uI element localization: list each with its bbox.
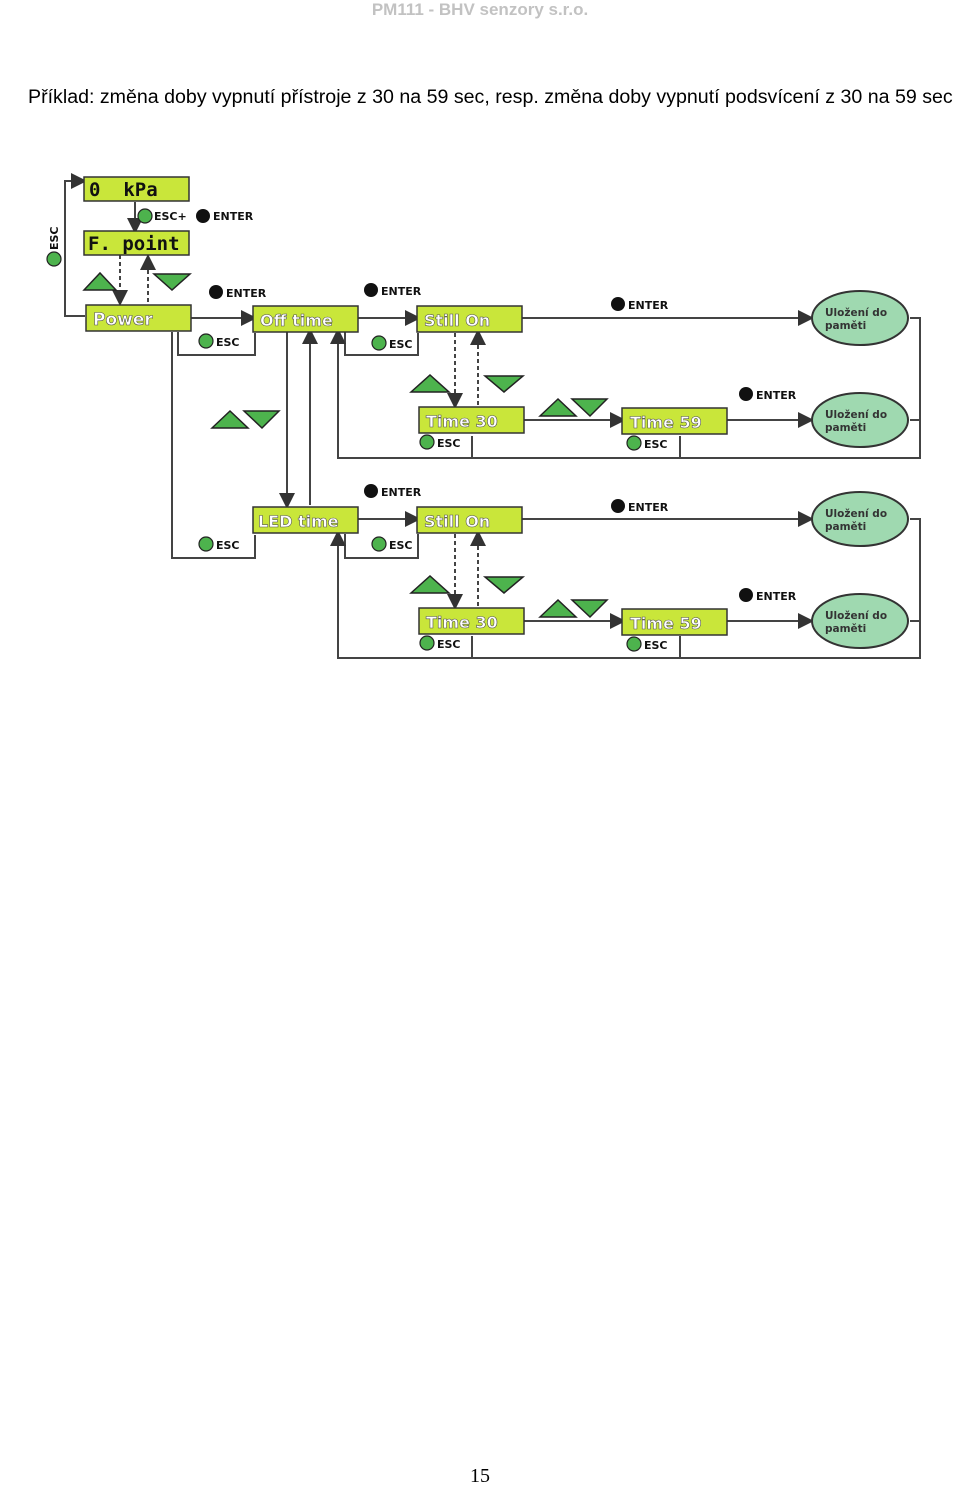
memory-line1: Uložení do [825,508,887,520]
down-arrow-icon [242,410,281,430]
up-arrow-icon [210,409,250,429]
memory-line2: paměti [825,521,866,533]
esc-button: ESC [419,635,461,651]
esc-button: ESC [371,536,413,552]
enter-label: ENTER [756,590,797,603]
esc-label: ESC [389,539,413,552]
up-arrow-icon [409,574,451,594]
esc-label: ESC [644,438,668,451]
memory-node-3: Uložení do paměti [811,491,909,547]
lcd-time-59-2: Time 59 [621,608,728,636]
esc-label: ESC [216,539,240,552]
time-30-label: Time 30 [426,613,498,632]
esc-button: ESC [419,434,461,450]
memory-node-1: Uložení do paměti [811,290,909,346]
esc-enter-combo: ESC+ ENTER [137,208,254,224]
esc-button: ESC [371,335,413,351]
connector-lines [64,173,921,659]
led-time-label: LED time [258,512,339,531]
memory-line2: paměti [825,623,866,635]
enter-button: ENTER [364,484,422,499]
lcd-time-30-2: Time 30 [418,607,525,635]
lcd-time-30-1: Time 30 [418,406,525,434]
esc-label: ESC [48,226,61,250]
memory-line1: Uložení do [825,307,887,319]
power-label: Power [93,310,153,330]
time-59-label: Time 59 [630,614,702,633]
enter-button: ENTER [739,387,797,402]
lcd-time-59-1: Time 59 [621,407,728,435]
enter-button: ENTER [209,285,267,300]
lcd-fpoint: F. point [83,230,190,256]
lcd-off-time: Off time [252,305,359,333]
memory-line1: Uložení do [825,610,887,622]
page-number: 15 [470,1465,490,1487]
off-time-label: Off time [260,311,333,330]
enter-label: ENTER [756,389,797,402]
esc-button: ESC [198,333,240,349]
esc-label: ESC [437,437,461,450]
up-arrow-icon [538,397,578,417]
fpoint-label: F. point [88,233,180,255]
enter-label: ENTER [381,486,422,499]
esc-label: ESC [644,639,668,652]
memory-node-4: Uložení do paměti [811,593,909,649]
enter-label: ENTER [381,285,422,298]
enter-button: ENTER [611,297,669,312]
esc-label: ESC [389,338,413,351]
still-on-label: Still On [424,311,490,330]
up-arrow-icon [538,598,578,618]
time-30-label: Time 30 [426,412,498,431]
memory-line2: paměti [825,320,866,332]
down-arrow-icon [570,398,609,418]
esc-label: ESC [216,336,240,349]
down-arrow-icon [152,273,192,292]
esc-plus-label: ESC+ [154,210,187,223]
lcd-display-main: 0 kPa [83,176,190,202]
enter-label: ENTER [213,210,254,223]
time-59-label: Time 59 [630,413,702,432]
memory-line2: paměti [825,422,866,434]
enter-button: ENTER [611,499,669,514]
intro-paragraph: Příklad: změna doby vypnutí přístroje z … [28,86,953,108]
esc-button-left: ESC [46,226,62,267]
lcd-still-on-1: Still On [416,305,523,333]
esc-button: ESC [626,435,668,451]
enter-label: ENTER [628,299,669,312]
up-arrow-icon [409,373,451,393]
arrow-buttons [82,271,609,619]
lcd-power: Power [85,304,192,332]
down-arrow-icon [482,375,526,393]
up-arrow-icon [82,271,118,291]
memory-node-2: Uložení do paměti [811,392,909,448]
enter-button: ENTER [364,283,422,298]
esc-button: ESC [626,636,668,652]
down-arrow-icon [570,599,609,619]
enter-button: ENTER [739,588,797,603]
page-header: PM111 - BHV senzory s.r.o. [371,0,589,19]
menu-flow-diagram: 0 kPa F. point Power Off time Still On T… [46,173,921,659]
lcd-led-time: LED time [252,506,359,534]
esc-button: ESC [198,536,240,552]
lcd-still-on-2: Still On [416,506,523,534]
esc-label: ESC [437,638,461,651]
enter-label: ENTER [226,287,267,300]
memory-line1: Uložení do [825,409,887,421]
still-on-label: Still On [424,512,490,531]
enter-label: ENTER [628,501,669,514]
down-arrow-icon [482,576,526,594]
display-value: 0 kPa [89,179,158,201]
